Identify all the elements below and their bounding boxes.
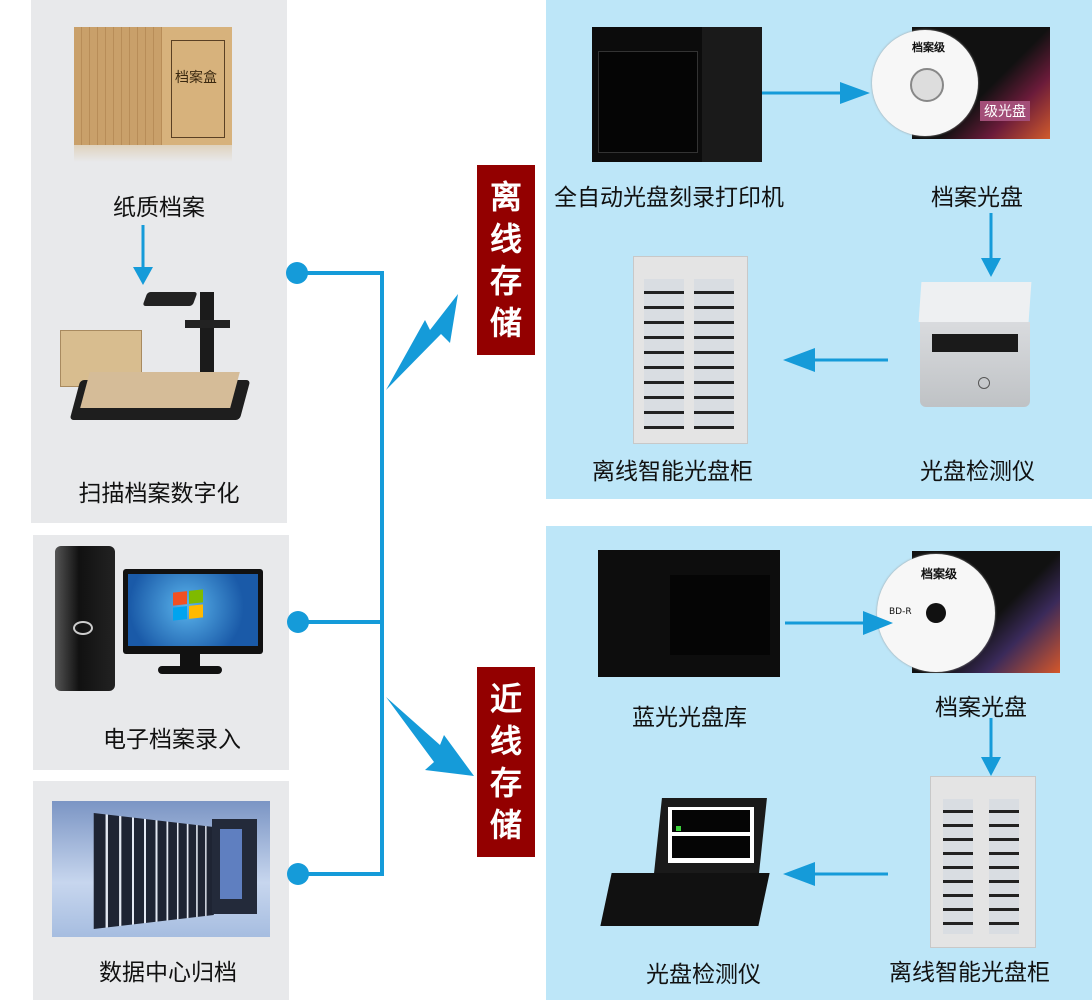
label-disc-burner: 全自动光盘刻录打印机: [554, 185, 784, 211]
disc-checker-image: [918, 282, 1032, 407]
tag-char: 存: [489, 262, 522, 300]
label-nearline-checker: 光盘检测仪: [646, 962, 761, 988]
arrowhead-checker-to-cabinet: [783, 348, 815, 372]
archive-dvd-disc-image: 档案级 级光盘: [872, 27, 1050, 139]
tag-char: 存: [489, 764, 522, 802]
label-offline-cabinet: 离线智能光盘柜: [592, 459, 753, 485]
tag-char: 储: [489, 304, 522, 342]
tag-char: 线: [489, 220, 522, 258]
desktop-computer-image: [55, 546, 265, 691]
book-scanner-image: [60, 280, 251, 430]
label-nearline-cabinet: 离线智能光盘柜: [889, 960, 1050, 986]
label-offline-checker: 光盘检测仪: [920, 459, 1035, 485]
nearline-disc-cabinet-image: [930, 776, 1036, 948]
archive-box-title: 档案盒: [175, 70, 217, 86]
label-offline-archive-disc: 档案光盘: [931, 185, 1023, 211]
offline-storage-tag: 离 线 存 储: [477, 165, 535, 355]
tag-char: 储: [489, 806, 522, 844]
arrowhead-disc-to-checker: [981, 258, 1001, 277]
arrow-to-offline: [386, 294, 458, 390]
data-center-image: [52, 801, 270, 937]
node-datacenter: [287, 863, 309, 885]
disc-grade-text: 档案级: [912, 41, 945, 54]
label-bluray-library: 蓝光光盘库: [632, 705, 747, 731]
arrowhead-burner-to-disc: [840, 82, 870, 104]
label-paper-archive: 纸质档案: [113, 195, 205, 221]
archive-bluray-disc-image: 档案级 BD-R: [877, 551, 1060, 676]
bluray-disc-library-image: [598, 550, 780, 677]
label-electronic-entry: 电子档案录入: [103, 727, 241, 753]
disc-format-text: BD-R: [889, 607, 912, 617]
arrowhead-disc-to-cabinet: [981, 757, 1001, 776]
nearline-storage-tag: 近 线 存 储: [477, 667, 535, 857]
portable-disc-checker-image: [600, 798, 770, 926]
label-datacenter-archive: 数据中心归档: [99, 960, 237, 986]
label-scan-digitize: 扫描档案数字化: [78, 481, 240, 507]
disc-grade-text: 档案级: [921, 567, 958, 581]
node-paper: [286, 262, 308, 284]
tag-char: 近: [489, 680, 522, 718]
arrowhead-cabinet-to-checker: [783, 862, 815, 886]
arrow-to-nearline: [386, 697, 474, 776]
tag-char: 离: [489, 178, 522, 216]
disc-burner-printer-image: [592, 27, 762, 162]
arrowhead-library-to-disc: [863, 611, 893, 635]
disc-case-text: 级光盘: [980, 101, 1030, 121]
tag-char: 线: [489, 722, 522, 760]
label-nearline-archive-disc: 档案光盘: [935, 695, 1027, 721]
offline-disc-cabinet-image: [633, 256, 748, 444]
arrowhead-paper-to-scan: [133, 267, 153, 285]
archive-boxes-image: 档案盒: [74, 27, 232, 162]
node-electronic: [287, 611, 309, 633]
